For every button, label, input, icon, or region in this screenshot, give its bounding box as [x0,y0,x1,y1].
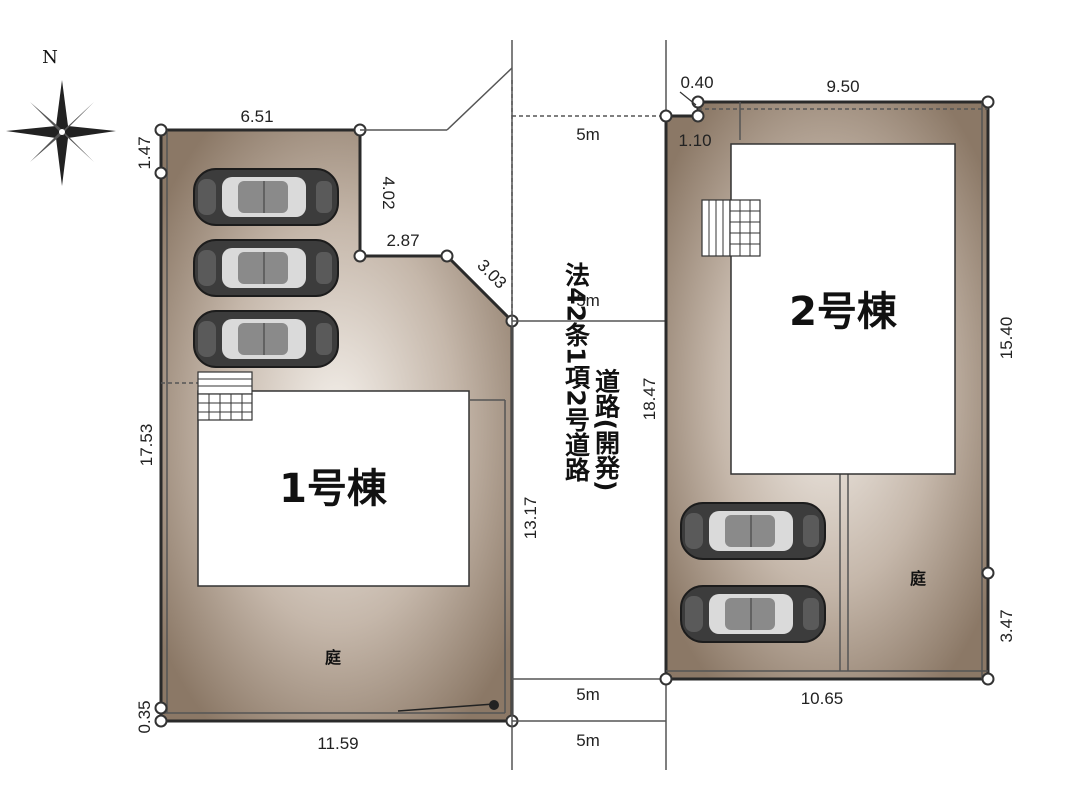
car-icon [680,502,826,560]
lot-2-dim-right: 15.40 [997,317,1016,360]
lot-2-dim-bottom-right: 3.47 [997,609,1016,642]
lot-1-dim-right: 13.17 [521,497,540,540]
entrance-step [197,371,253,395]
yard-1-label: 庭 [325,648,341,667]
car-icon [193,310,339,368]
lot-2: 2号棟 庭 [659,95,995,686]
lot-1-dim-bottom-left: 0.35 [135,700,154,733]
lot-1-dim-top-left: 1.47 [135,136,154,169]
lot-1: 1号棟 庭 [154,123,519,728]
building-1 [197,390,470,587]
road-label-main: 法42条1項2号道路 [562,262,591,482]
lot-2-dim-left: 18.47 [640,378,659,421]
car-icon [193,239,339,297]
lot-1-dim-bottom: 11.59 [317,734,358,753]
lot-1-boundary [159,128,514,723]
yard-2-label: 庭 [910,569,926,588]
road-label-dev: 道路(開発) [592,368,622,492]
lot-2-dim-corner: 1.10 [678,131,711,150]
road-width-2: 5m [576,291,600,310]
building-2 [730,143,956,475]
lot-1-dim-top: 6.51 [240,107,273,126]
road-width-1: 5m [576,125,600,144]
lot-1-dim-left: 17.53 [137,424,156,467]
lot-2-dim-bottom: 10.65 [801,689,844,708]
building-1-label: 1号棟 [279,466,388,512]
lot-2-dim-top: 9.50 [826,77,859,96]
road-width-4: 5m [576,731,600,750]
road-width-3: 5m [576,685,600,704]
car-icon [193,168,339,226]
lot-1-dim-notch-vertical: 4.02 [379,176,398,209]
building-2-label: 2号棟 [789,289,898,335]
compass-rose-icon: N [6,47,116,186]
lot-2-dim-top-left: 0.40 [680,73,713,92]
lot-1-dim-notch-horizontal: 2.87 [386,231,419,250]
north-label: N [42,47,58,68]
car-icon [680,585,826,643]
